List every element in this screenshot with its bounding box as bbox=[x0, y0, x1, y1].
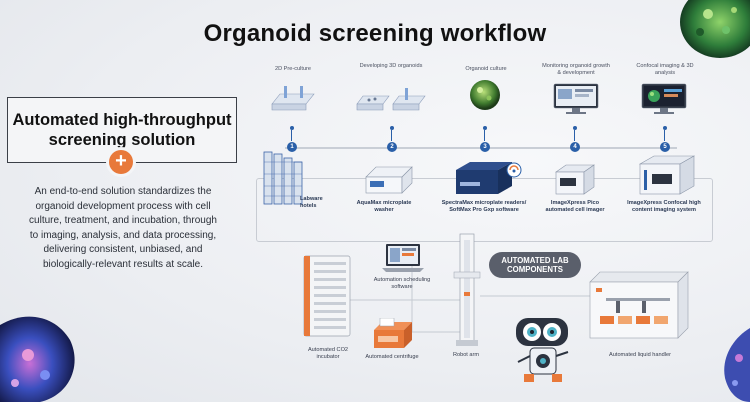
robot-arm-image bbox=[453, 233, 481, 346]
step-label-1: 2D Pre-culture bbox=[274, 66, 312, 72]
labware-hotels-label: Labware hotels bbox=[300, 196, 323, 209]
organoid-culture-image bbox=[470, 80, 500, 110]
step-label-4: Monitoring organoid growth & development bbox=[542, 63, 610, 76]
step-label-3: Organoid culture bbox=[465, 66, 507, 72]
spectramax-reader-image bbox=[456, 162, 522, 194]
timeline-dot-2 bbox=[390, 126, 394, 130]
organoid-image-top-right bbox=[680, 0, 750, 58]
scheduling-software-label: Automation scheduling software bbox=[373, 277, 431, 290]
liquid-handler-label: Automated liquid handler bbox=[609, 352, 671, 358]
labware-hotels-image bbox=[263, 151, 303, 205]
page-title: Organoid screening workflow bbox=[203, 20, 547, 47]
step-label-5: Confocal imaging & 3D analysis bbox=[636, 63, 694, 76]
liquid-handler-image bbox=[589, 271, 689, 339]
timeline-dot-4 bbox=[573, 126, 577, 130]
step-number-2: 2 bbox=[387, 142, 397, 152]
pre-culture-plate-image bbox=[271, 86, 315, 111]
badge-text: AUTOMATED LAB COMPONENTS bbox=[501, 256, 569, 274]
timeline-dot-3 bbox=[483, 126, 487, 130]
headline-text: Automated high-throughput screening solu… bbox=[12, 111, 232, 149]
organoid-image-bottom-left bbox=[0, 316, 75, 402]
co2-incubator-label: Automated CO2 incubator bbox=[307, 347, 349, 360]
plus-icon: + bbox=[109, 150, 133, 174]
aquamax-washer-image bbox=[365, 166, 413, 194]
timeline-tick-4 bbox=[574, 130, 575, 141]
3d-organoid-plates-image bbox=[356, 88, 426, 111]
timeline-dot-1 bbox=[290, 126, 294, 130]
imagexpress-confocal-label: ImageXpress Confocal high content imagin… bbox=[627, 200, 701, 213]
aquamax-washer-label: AquaMax microplate washer bbox=[356, 200, 412, 213]
confocal-monitor-image bbox=[641, 83, 687, 114]
scheduling-laptop-image bbox=[382, 244, 424, 272]
spectramax-reader-label: SpectraMax microplate readers/ SoftMax P… bbox=[441, 200, 527, 213]
co2-incubator-image bbox=[303, 255, 351, 337]
timeline-dot-5 bbox=[663, 126, 667, 130]
robot-mascot-image bbox=[516, 318, 569, 382]
centrifuge-label: Automated centrifuge bbox=[365, 354, 419, 360]
step-label-2: Developing 3D organoids bbox=[359, 63, 423, 69]
centrifuge-image bbox=[374, 318, 412, 348]
timeline-tick-1 bbox=[291, 130, 292, 141]
step-number-4: 4 bbox=[570, 142, 580, 152]
imagexpress-pico-label: ImageXpress Pico automated cell imager bbox=[545, 200, 605, 213]
imagexpress-confocal-image bbox=[638, 155, 696, 195]
timeline-tick-5 bbox=[664, 130, 665, 141]
description-text: An end-to-end solution standardizes the … bbox=[29, 186, 217, 270]
robot-arm-label: Robot arm bbox=[452, 352, 480, 358]
timeline-tick-3 bbox=[484, 130, 485, 141]
growth-monitor-image bbox=[553, 83, 599, 114]
step-number-5: 5 bbox=[660, 142, 670, 152]
automated-lab-components-badge: AUTOMATED LAB COMPONENTS bbox=[489, 252, 581, 278]
step-number-3: 3 bbox=[480, 142, 490, 152]
organoid-image-bottom-right bbox=[724, 328, 750, 402]
step-number-1: 1 bbox=[287, 142, 297, 152]
timeline-tick-2 bbox=[391, 130, 392, 141]
imagexpress-pico-image bbox=[555, 164, 595, 195]
